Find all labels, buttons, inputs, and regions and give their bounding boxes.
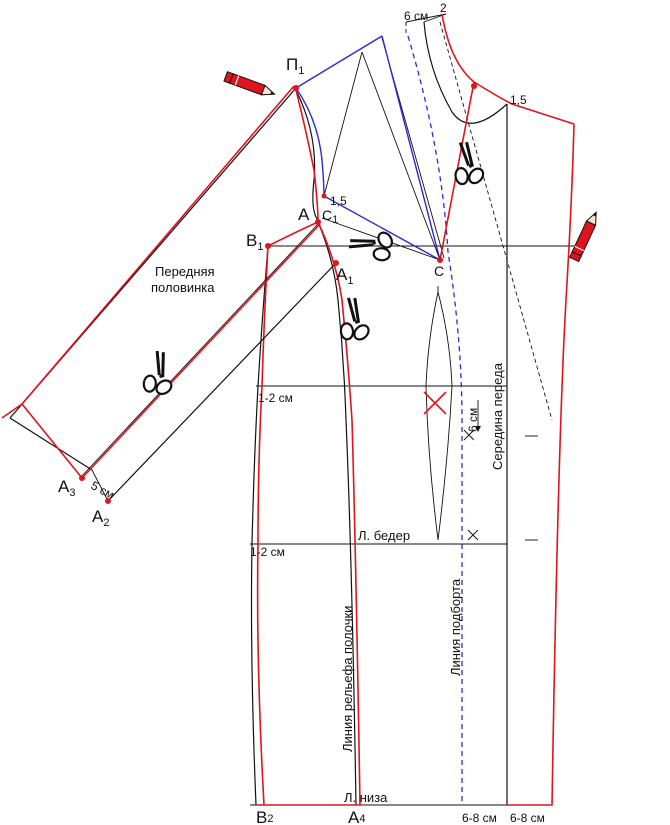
- label-top-6cm: 6 см: [404, 9, 428, 23]
- label-hem-1-2-a: 1-2 см: [258, 391, 293, 405]
- cross-marks: [463, 400, 481, 541]
- pencil-icon: [223, 71, 277, 100]
- label-a2: А2: [92, 507, 109, 529]
- label-right-1-5: 1,5: [510, 93, 527, 107]
- pencil-icon: [569, 209, 602, 263]
- dart-lines-to-c: [321, 51, 441, 261]
- neck-point-marker: [471, 83, 477, 89]
- label-a: А: [298, 205, 310, 224]
- label-top-2: 2: [440, 1, 447, 15]
- label-p1: П1: [286, 55, 304, 77]
- label-sleeve-title-2: половинка: [151, 280, 215, 295]
- scissors-icon: [345, 215, 404, 270]
- scissors-icon: [134, 347, 189, 406]
- label-hip-line: Л. бедер: [358, 528, 410, 543]
- label-relief-line: Линия рельефа полочки: [340, 606, 355, 752]
- point-labels: П1 А С1 1,5 В1 А1 С А3 А2 В2 А4: [58, 55, 444, 825]
- point-p1-marker: [293, 85, 299, 91]
- label-b2: В2: [256, 808, 273, 825]
- point-c1-marker: [321, 193, 327, 199]
- label-sleeve-title-1: Передняя: [155, 264, 215, 279]
- bodice-final-red-lines: [256, 13, 575, 806]
- bodice-base-lines: [250, 21, 586, 806]
- label-bottom-68-b: 6-8 см: [510, 811, 545, 825]
- label-c1-value: 1,5: [330, 194, 347, 208]
- label-c1: С1: [322, 207, 338, 226]
- label-a3: А3: [58, 477, 75, 499]
- dashed-guide-lines: [405, 13, 553, 805]
- point-a3-marker: [79, 475, 85, 481]
- label-center-front: Середина переда: [490, 362, 505, 470]
- label-b1: В1: [246, 231, 263, 253]
- label-hem-1-2-b: 1-2 см: [250, 545, 285, 559]
- point-a1-marker: [333, 260, 339, 266]
- label-a4: А4: [348, 808, 365, 825]
- point-a-marker: [315, 219, 321, 225]
- label-c: С: [434, 263, 444, 279]
- point-a2-marker: [105, 498, 111, 504]
- point-c-marker: [437, 257, 443, 263]
- measurement-labels: 6 см 2 1,5 Передняя половинка 5 см 1-2 с…: [89, 1, 545, 825]
- point-b1-marker: [265, 243, 271, 249]
- label-facing-line: Линия подборта: [448, 578, 463, 676]
- label-5cm: 5 см: [89, 478, 117, 502]
- label-bottom-68-a: 6-8 см: [462, 811, 497, 825]
- shoulder-dart-blue: [295, 35, 441, 261]
- label-a1: А1: [336, 265, 353, 287]
- sleeve-pattern: [1, 85, 337, 502]
- label-bottom-line: Л. низа: [344, 790, 388, 805]
- label-dart-6cm: 6 см: [466, 408, 480, 432]
- key-points: [79, 83, 477, 504]
